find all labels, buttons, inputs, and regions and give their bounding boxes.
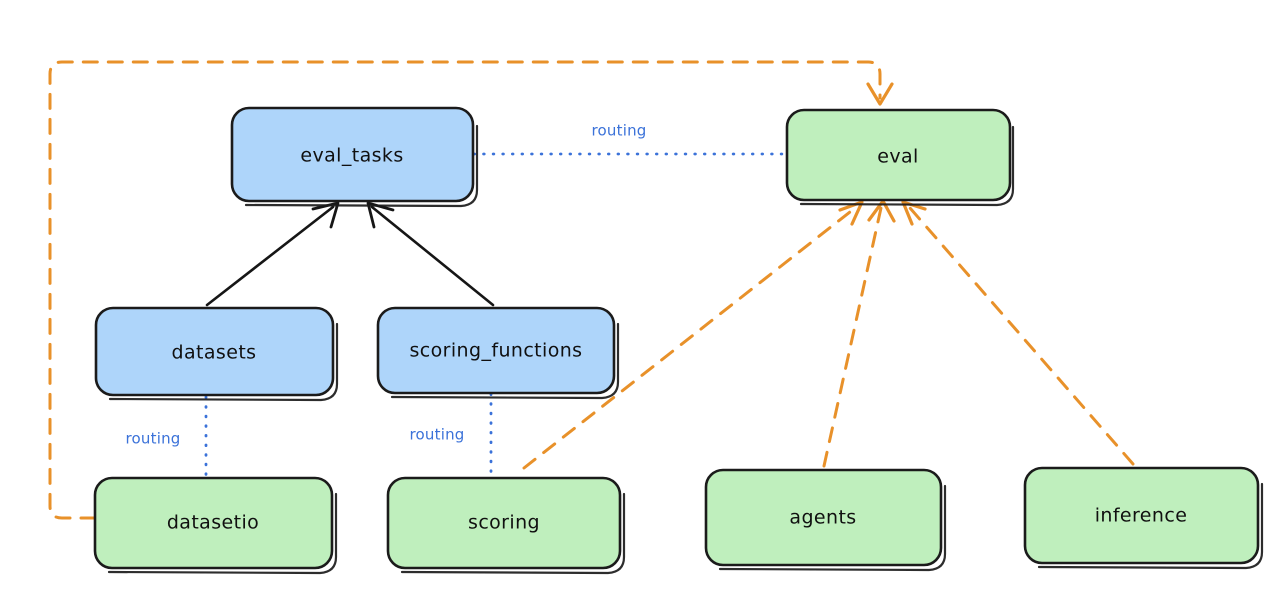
node-scoring-functions-label: scoring_functions [410, 340, 583, 362]
edge-datasetio-eval [48, 60, 894, 520]
node-agents[interactable]: agents [704, 468, 947, 572]
node-inference-label: inference [1095, 505, 1188, 527]
node-scoring-label: scoring [468, 512, 540, 534]
edge-label-routing-eval: routing [592, 122, 647, 140]
node-eval-tasks-box[interactable] [230, 106, 475, 203]
edge-label-routing-scoring: routing [410, 426, 465, 444]
arrowhead-eval-bottom-right [901, 200, 927, 226]
edge-datasets-eval_tasks [205, 201, 340, 307]
node-inference[interactable]: inference [1023, 466, 1264, 570]
node-scoring-box[interactable] [386, 476, 622, 570]
arrowhead-eval-tasks-left [311, 201, 340, 229]
arrowhead-eval-top [866, 82, 894, 106]
edge-label-routing-datasetio: routing [126, 430, 181, 448]
node-scoring-functions-box[interactable] [376, 306, 616, 395]
node-datasetio[interactable]: datasetio [93, 476, 338, 575]
node-eval-label: eval [877, 146, 918, 168]
node-scoring[interactable]: scoring [386, 476, 626, 575]
edge-inference-eval [901, 200, 1135, 466]
edge-scoring_functions-eval_tasks [366, 201, 495, 307]
arrowhead-eval-tasks-right [366, 201, 395, 229]
node-datasets[interactable]: datasets [94, 306, 339, 402]
node-eval-tasks-label: eval_tasks [300, 145, 403, 167]
node-agents-box[interactable] [704, 468, 943, 567]
node-datasetio-box[interactable] [93, 476, 334, 570]
node-inference-box[interactable] [1023, 466, 1260, 565]
node-datasetio-label: datasetio [167, 512, 259, 534]
arrowhead-eval-bottom-left [838, 200, 864, 226]
node-eval[interactable]: eval [785, 108, 1015, 207]
node-eval-box[interactable] [785, 108, 1012, 202]
node-datasets-box[interactable] [94, 306, 335, 397]
node-datasets-label: datasets [172, 342, 257, 364]
node-agents-label: agents [789, 507, 856, 529]
node-eval-tasks[interactable]: eval_tasks [230, 106, 479, 208]
edge-scoring-eval [522, 200, 864, 470]
node-scoring-functions[interactable]: scoring_functions [376, 306, 620, 400]
